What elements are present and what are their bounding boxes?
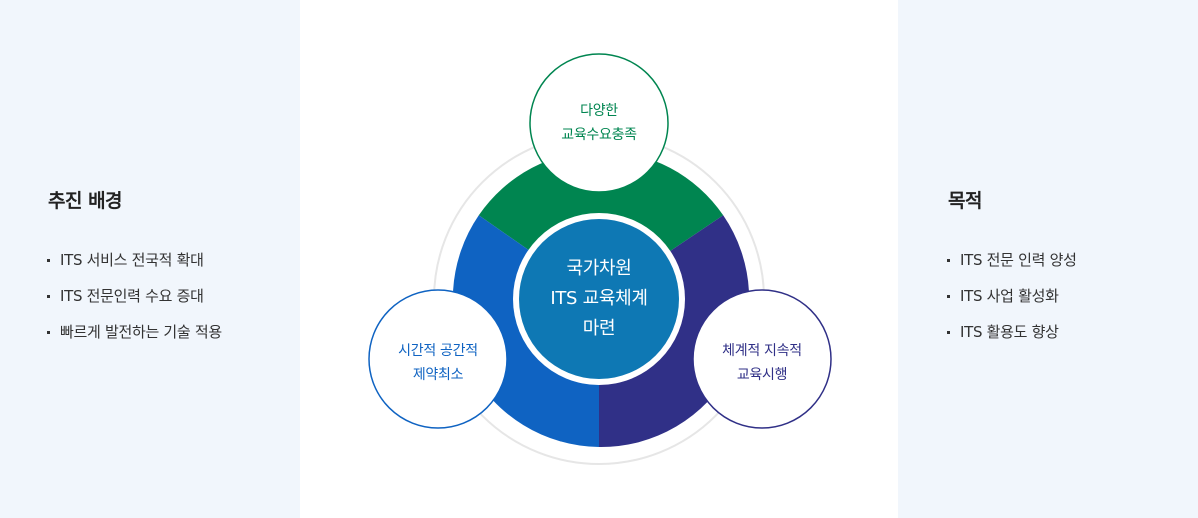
left-panel-title: 추진 배경 — [48, 190, 123, 212]
bullet-icon — [947, 295, 950, 298]
bullet-icon — [947, 259, 950, 262]
diagram: 다양한 교육수요충족 시간적 공간적 제약최소 체계적 지속적 교육시행 국가차… — [300, 0, 898, 518]
right-panel-title: 목적 — [948, 190, 982, 212]
center-line-1: 국가차원 — [566, 258, 632, 279]
list-item-text: ITS 사업 활성화 — [960, 287, 1059, 305]
top-bubble — [529, 53, 669, 193]
list-item: ITS 전문 인력 양성 — [946, 248, 1077, 284]
center-label: 국가차원 ITS 교육체계 마련 — [499, 254, 699, 344]
bullet-icon — [947, 331, 950, 334]
left-bubble-line-2: 제약최소 — [412, 367, 464, 383]
left-bubble-line-1: 시간적 공간적 — [398, 343, 478, 359]
left-panel-list: ITS 서비스 전국적 확대 ITS 전문인력 수요 증대 빠르게 발전하는 기… — [46, 248, 222, 356]
list-item-text: ITS 전문 인력 양성 — [960, 251, 1077, 269]
center-line-3: 마련 — [582, 318, 616, 339]
right-panel: 목적 ITS 전문 인력 양성 ITS 사업 활성화 ITS 활용도 향상 — [898, 0, 1198, 518]
list-item: 빠르게 발전하는 기술 적용 — [46, 320, 222, 356]
bullet-icon — [47, 295, 50, 298]
center-line-2: ITS 교육체계 — [550, 288, 648, 309]
list-item-text: ITS 전문인력 수요 증대 — [60, 287, 204, 305]
left-bubble — [368, 289, 508, 429]
bullet-icon — [47, 331, 50, 334]
list-item: ITS 사업 활성화 — [946, 284, 1077, 320]
bullet-icon — [47, 259, 50, 262]
list-item: ITS 전문인력 수요 증대 — [46, 284, 222, 320]
right-bubble — [692, 289, 832, 429]
left-panel: 추진 배경 ITS 서비스 전국적 확대 ITS 전문인력 수요 증대 빠르게 … — [0, 0, 300, 518]
diagram-graphic — [368, 53, 832, 465]
right-bubble-line-1: 체계적 지속적 — [722, 343, 802, 359]
right-bubble-label: 체계적 지속적 교육시행 — [662, 339, 862, 387]
top-bubble-label: 다양한 교육수요충족 — [499, 99, 699, 147]
list-item: ITS 활용도 향상 — [946, 320, 1077, 356]
top-bubble-line-2: 교육수요충족 — [561, 127, 637, 143]
list-item-text: ITS 활용도 향상 — [960, 323, 1059, 341]
left-bubble-label: 시간적 공간적 제약최소 — [338, 339, 538, 387]
center-circle — [519, 219, 679, 379]
list-item-text: 빠르게 발전하는 기술 적용 — [60, 323, 222, 341]
top-bubble-line-1: 다양한 — [580, 103, 618, 119]
right-panel-list: ITS 전문 인력 양성 ITS 사업 활성화 ITS 활용도 향상 — [946, 248, 1077, 356]
list-item-text: ITS 서비스 전국적 확대 — [60, 251, 204, 269]
list-item: ITS 서비스 전국적 확대 — [46, 248, 222, 284]
right-bubble-line-2: 교육시행 — [736, 367, 788, 383]
